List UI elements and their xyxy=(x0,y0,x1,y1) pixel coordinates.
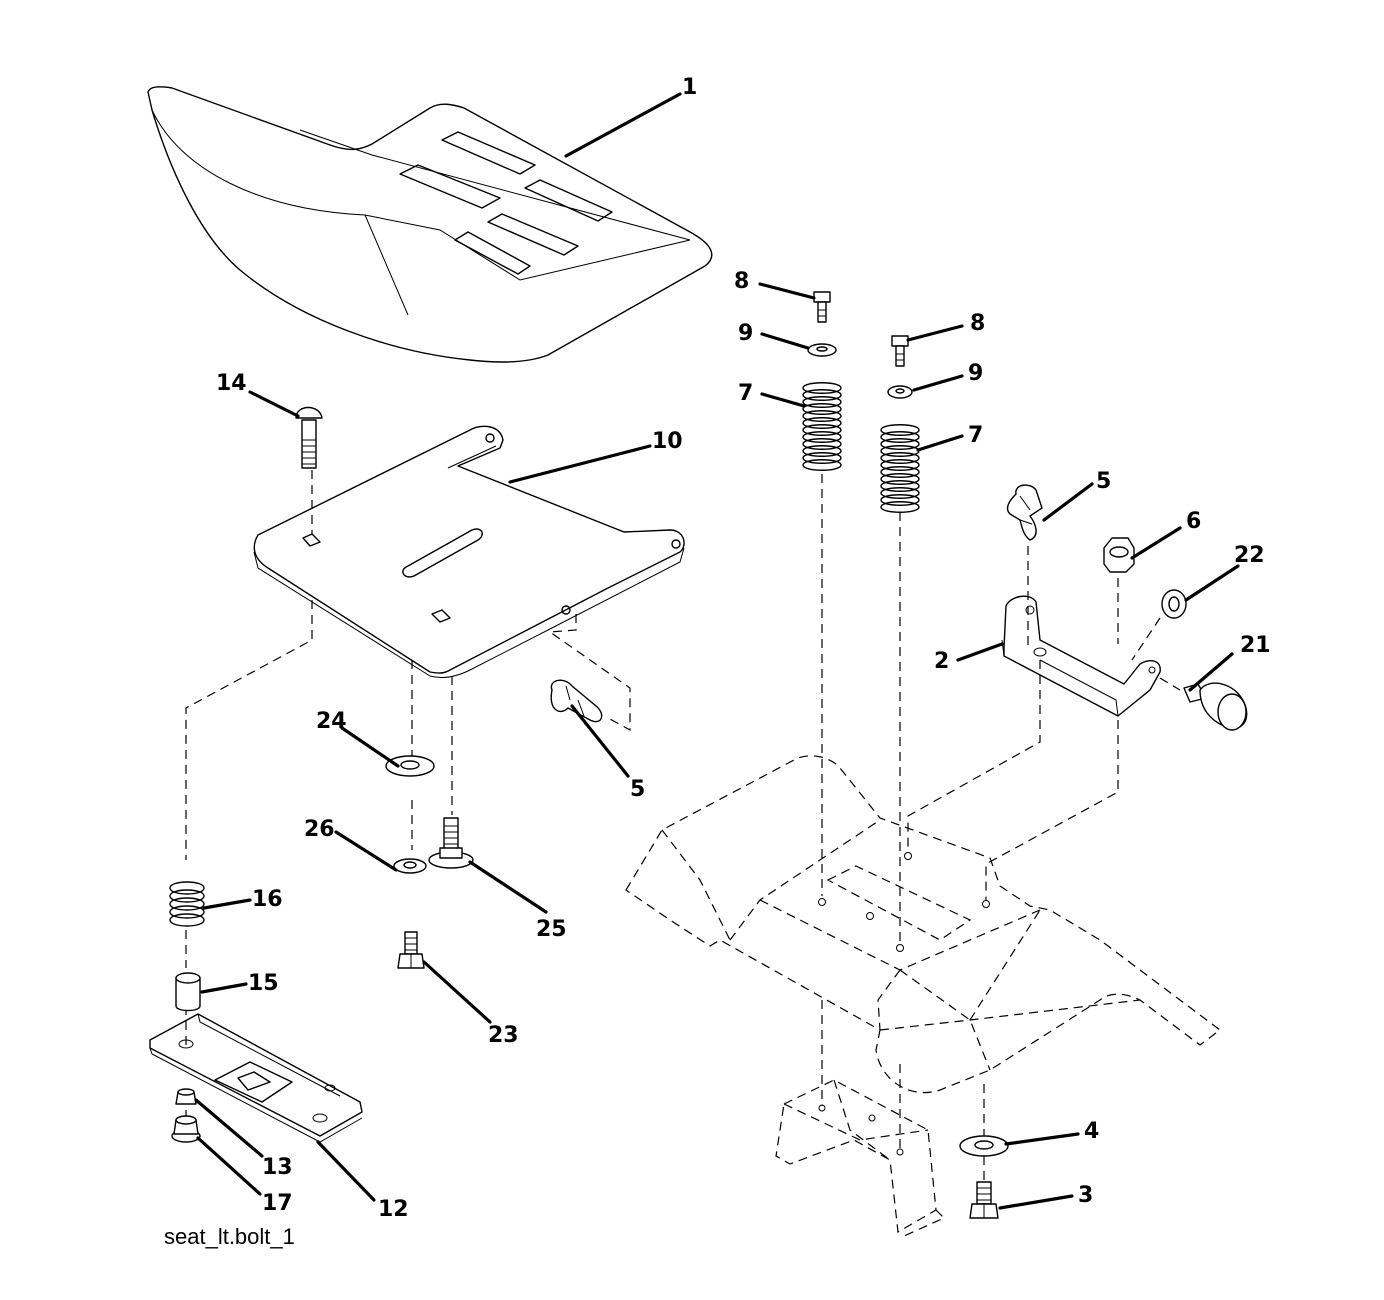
washer-part-4 xyxy=(959,1135,1009,1157)
callout-10: 10 xyxy=(652,429,683,454)
dash-line xyxy=(548,614,631,732)
dash-line xyxy=(1159,677,1181,691)
callout-7: 7 xyxy=(738,381,753,406)
callout-24: 24 xyxy=(316,709,347,734)
washer-part-left xyxy=(807,343,837,357)
nut-part-22 xyxy=(1161,589,1187,619)
callout-25: 25 xyxy=(536,917,567,942)
callout-15: 15 xyxy=(248,971,279,996)
coil-spring-right xyxy=(880,424,920,513)
callout-8: 8 xyxy=(734,269,749,294)
washer-part-right xyxy=(887,385,913,399)
spacer-part xyxy=(175,972,201,1012)
hex-bolt-part xyxy=(397,931,425,969)
callout-5: 5 xyxy=(1096,469,1111,494)
flange-bolt-part xyxy=(428,817,474,869)
bolt-part-3 xyxy=(969,1181,999,1219)
screw-part-left xyxy=(813,291,831,323)
callout-22: 22 xyxy=(1234,543,1265,568)
callout-8: 8 xyxy=(970,311,985,336)
callout-9: 9 xyxy=(738,321,753,346)
callout-4: 4 xyxy=(1084,1119,1099,1144)
knob-part xyxy=(1183,682,1248,731)
callout-2: 2 xyxy=(934,649,949,674)
frame-part xyxy=(625,755,1221,1237)
dash-line xyxy=(985,720,1119,900)
coil-spring-left xyxy=(802,382,842,471)
callout-7: 7 xyxy=(968,423,983,448)
callout-9: 9 xyxy=(968,361,983,386)
seat-pan-part xyxy=(253,425,685,678)
spring-part xyxy=(169,881,205,927)
callout-labels: 1 8 8 9 9 7 7 14 10 5 5 6 22 2 21 24 26 … xyxy=(216,75,1271,1222)
bracket-plate-part xyxy=(149,1013,363,1143)
callout-21: 21 xyxy=(1240,633,1271,658)
leader-lines xyxy=(194,92,1240,1210)
dash-line xyxy=(1131,617,1161,661)
hex-nut-part xyxy=(175,1088,197,1105)
callout-1: 1 xyxy=(682,75,697,100)
callout-17: 17 xyxy=(262,1191,293,1216)
seat-part xyxy=(147,86,713,363)
diagram-caption: seat_lt.bolt_1 xyxy=(164,1224,295,1249)
screw-part-right xyxy=(891,335,909,367)
dash-line xyxy=(185,600,313,860)
spring-clip-part-right xyxy=(1006,484,1043,541)
carriage-bolt-part xyxy=(295,406,323,469)
callout-14: 14 xyxy=(216,371,247,396)
callout-3: 3 xyxy=(1078,1183,1093,1208)
flange-nut-part xyxy=(171,1115,201,1143)
spring-clip-part xyxy=(550,679,603,723)
callout-12: 12 xyxy=(378,1197,409,1222)
callout-16: 16 xyxy=(252,887,283,912)
callout-5: 5 xyxy=(630,777,645,802)
callout-26: 26 xyxy=(304,817,335,842)
hex-nut-part-6 xyxy=(1103,537,1135,573)
washer-part xyxy=(385,755,435,777)
callout-13: 13 xyxy=(262,1155,293,1180)
callout-6: 6 xyxy=(1186,509,1201,534)
lock-washer-part xyxy=(393,858,427,874)
dash-line xyxy=(907,660,1041,850)
callout-23: 23 xyxy=(488,1023,519,1048)
bracket-part-2 xyxy=(1001,595,1161,717)
